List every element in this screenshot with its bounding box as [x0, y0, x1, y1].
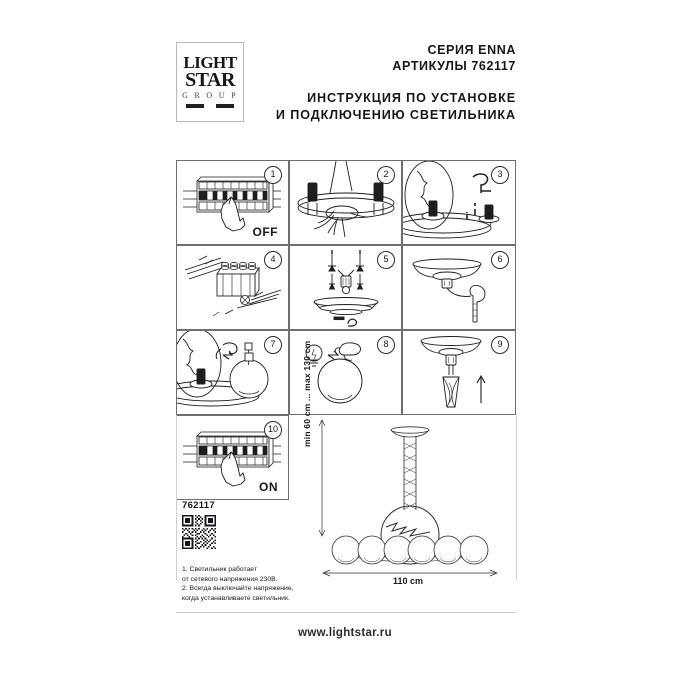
product-info-block: 762117: [182, 500, 302, 603]
sku-number: 762117: [182, 500, 215, 511]
steps-grid: 1 OFF 2: [176, 160, 516, 500]
website-url[interactable]: www.lightstar.ru: [298, 627, 392, 639]
step-number-badge: 1: [264, 166, 282, 184]
step-caption-on: ON: [259, 480, 278, 494]
step-number-badge: 8: [377, 336, 395, 354]
step-panel-4: 4: [176, 245, 289, 330]
glass-shade-mount-icon: [177, 331, 269, 407]
hand-pointer-icon: [220, 451, 246, 487]
document-header: LIGHT STAR G R O U P СЕРИЯ ENNA АРТИКУЛЫ…: [176, 42, 516, 134]
step-panel-9: 9: [402, 330, 516, 415]
step-number-badge: 4: [264, 251, 282, 269]
chain-length-adjust-icon: [420, 336, 486, 408]
logo-text-star: STAR: [185, 69, 235, 91]
logo-divider: [186, 104, 234, 108]
footer-divider: [176, 612, 516, 613]
step-number-badge: 2: [377, 166, 395, 184]
ceiling-mount-chain-icon: [412, 258, 486, 323]
step-panel-1: 1 OFF: [176, 160, 289, 245]
usage-notes: 1. Светильник работает от сетевого напря…: [182, 565, 302, 603]
step-number-badge: 9: [491, 336, 509, 354]
step-panel-6: 6: [402, 245, 516, 330]
header-titles: СЕРИЯ ENNA АРТИКУЛЫ 762117 ИНСТРУКЦИЯ ПО…: [258, 42, 516, 124]
breaker-panel-hand-icon: [183, 176, 281, 232]
step-number-badge: 5: [377, 251, 395, 269]
step-panel-3: 3: [402, 160, 516, 245]
series-name: СЕРИЯ ENNA: [427, 43, 516, 57]
lamp-dimension-diagram: min 60 cm ... max 130 cm 110 cm: [300, 341, 516, 600]
chandelier-drawing: [318, 419, 498, 577]
note-line-4: когда устанавливаете светильник.: [182, 594, 290, 602]
step-panel-7: 7: [176, 330, 289, 415]
note-line-3: 2. Всегда выключайте напряжение,: [182, 585, 294, 593]
step-panel-8: 8: [289, 330, 402, 415]
step-number-badge: 3: [491, 166, 509, 184]
ceiling-plate-hook-icon: [313, 250, 379, 327]
width-dimension-label: 110 cm: [392, 576, 424, 586]
article-number: АРТИКУЛЫ 762117: [392, 59, 516, 73]
terminal-block-wires-icon: [184, 255, 282, 317]
note-line-2: от сетевого напряжения 230В.: [182, 575, 278, 583]
chandelier-arm-screw-icon: [403, 161, 500, 239]
instruction-title-line2: И ПОДКЛЮЧЕНИЮ СВЕТИЛЬНИКА: [275, 108, 516, 122]
right-boundary-rule: [516, 415, 517, 580]
lightstar-logo: LIGHT STAR G R O U P: [176, 42, 244, 122]
logo-text-group: G R O U P: [182, 91, 238, 100]
step-panel-10: 10 ON: [176, 415, 289, 500]
logo-text-light: LIGHT: [183, 53, 237, 72]
step-number-badge: 6: [491, 251, 509, 269]
step-number-badge: 10: [264, 421, 282, 439]
note-line-1: 1. Светильник работает: [182, 566, 257, 573]
breaker-panel-hand-icon: [183, 431, 281, 487]
left-boundary-rule: [176, 415, 177, 580]
step-number-badge: 7: [264, 336, 282, 354]
step-panel-5: 5: [289, 245, 402, 330]
bulb-insert-hand-icon: [305, 342, 363, 404]
step-panel-2: 2: [289, 160, 402, 245]
hand-pointer-icon: [220, 196, 246, 232]
chandelier-wiring-hand-icon: [297, 161, 395, 238]
step-caption-off: OFF: [252, 225, 278, 239]
height-dimension-label: min 60 cm ... max 130 cm: [302, 340, 312, 447]
instruction-title-line1: ИНСТРУКЦИЯ ПО УСТАНОВКЕ: [307, 91, 516, 105]
qr-code: [182, 515, 216, 549]
